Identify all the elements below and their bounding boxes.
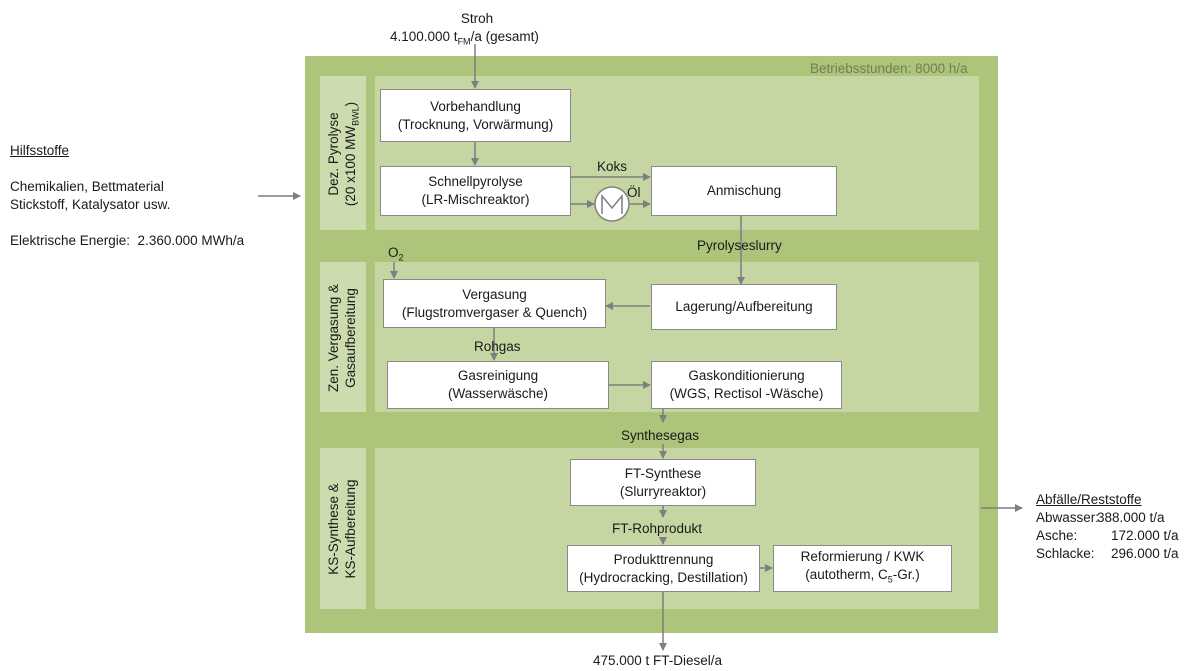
label-coke: Koks [597, 159, 628, 174]
auxiliaries-energy: Elektrische Energie: 2.360.000 MWh/a [10, 233, 245, 248]
box-mixing: Anmischung [651, 166, 837, 216]
box-product-separation-title: Produkttrennung [613, 551, 714, 567]
waste-row-1-value: 172.000 t/a [1111, 528, 1179, 543]
box-gas-conditioning-detail: (WGS, Rectisol -Wäsche) [669, 386, 824, 401]
box-gasifier-title: Vergasung [462, 286, 527, 302]
auxiliaries-title: Hilfsstoffe [10, 143, 70, 158]
box-reforming-detail-prefix: (autotherm, C [805, 567, 888, 583]
heat-exchanger-icon [594, 186, 630, 222]
box-product-separation-detail: (Hydrocracking, Destillation) [579, 569, 748, 585]
box-gas-cleaning: Gasreinigung (Wasserwäsche) [387, 361, 609, 409]
input-amount-unit-sub: FM [457, 36, 471, 47]
box-storage-title: Lagerung/Aufbereitung [675, 299, 813, 314]
waste-row-0-value: 388.000 t/a [1097, 510, 1165, 525]
box-reforming-detail: (autotherm, C5-Gr.) [805, 566, 920, 589]
label-slurry: Pyrolyseslurry [697, 238, 782, 253]
box-gasifier-detail: (Flugstromvergaser & Quench) [401, 304, 588, 320]
label-raw-gas: Rohgas [474, 339, 521, 354]
box-ft-synthesis-title: FT-Synthese [624, 465, 702, 481]
output-diesel: 475.000 t FT-Diesel/a [593, 653, 723, 668]
box-reforming-detail-suffix: -Gr.) [892, 567, 920, 583]
pyrolysis-label-panel [320, 76, 366, 230]
operating-hours: Betriebsstunden: 8000 h/a [810, 61, 968, 76]
waste-row-0-label: Abwasser: [1036, 510, 1100, 525]
auxiliaries-line2: Stickstoff, Katalysator usw. [10, 197, 171, 212]
waste-title: Abfälle/Reststoffe [1036, 492, 1142, 507]
box-gasifier: Vergasung (Flugstromvergaser & Quench) [383, 279, 606, 328]
input-amount-value: 4.100.000 t [390, 29, 458, 44]
box-gas-conditioning-title: Gaskonditionierung [688, 368, 805, 383]
box-ft-synthesis-detail: (Slurryreaktor) [619, 483, 707, 499]
box-reforming-detail-sub: 5 [887, 574, 893, 585]
label-oxygen: O2 [388, 244, 404, 267]
waste-row-2-label: Schlacke: [1036, 546, 1095, 561]
box-mixing-title: Anmischung [706, 183, 782, 198]
input-amount: 4.100.000 tFM/a (gesamt) [390, 28, 539, 51]
gasification-label-panel [320, 262, 366, 412]
box-product-separation: Produkttrennung (Hydrocracking, Destilla… [567, 545, 760, 592]
label-syngas: Synthesegas [621, 428, 700, 443]
label-oxygen-symbol: O [388, 245, 399, 260]
auxiliaries-line1: Chemikalien, Bettmaterial [10, 179, 164, 194]
box-pretreatment-detail: (Trocknung, Vorwärmung) [397, 116, 554, 132]
box-pretreatment-title: Vorbehandlung [430, 98, 521, 114]
box-gas-cleaning-detail: (Wasserwäsche) [447, 386, 549, 401]
box-fast-pyrolysis-detail: (LR-Mischreaktor) [421, 192, 530, 207]
box-gas-conditioning: Gaskonditionierung (WGS, Rectisol -Wäsch… [651, 361, 842, 409]
box-fast-pyrolysis: Schnellpyrolyse (LR-Mischreaktor) [380, 166, 571, 216]
input-name: Stroh [460, 11, 494, 26]
label-oxygen-sub: 2 [398, 252, 404, 263]
box-reforming: Reformierung / KWK (autotherm, C5-Gr.) [773, 545, 952, 592]
box-reforming-title: Reformierung / KWK [800, 549, 925, 565]
label-ft-raw: FT-Rohprodukt [612, 521, 703, 536]
box-pretreatment: Vorbehandlung (Trocknung, Vorwärmung) [380, 89, 571, 142]
box-fast-pyrolysis-title: Schnellpyrolyse [428, 174, 523, 189]
box-storage: Lagerung/Aufbereitung [651, 284, 837, 330]
waste-row-2-value: 296.000 t/a [1111, 546, 1179, 561]
synthesis-label-panel [320, 448, 366, 609]
waste-row-1-label: Asche: [1036, 528, 1078, 543]
box-gas-cleaning-title: Gasreinigung [457, 368, 539, 383]
label-oil: Öl [627, 185, 641, 200]
input-amount-suffix: /a (gesamt) [470, 29, 539, 44]
box-ft-synthesis: FT-Synthese (Slurryreaktor) [570, 459, 756, 506]
